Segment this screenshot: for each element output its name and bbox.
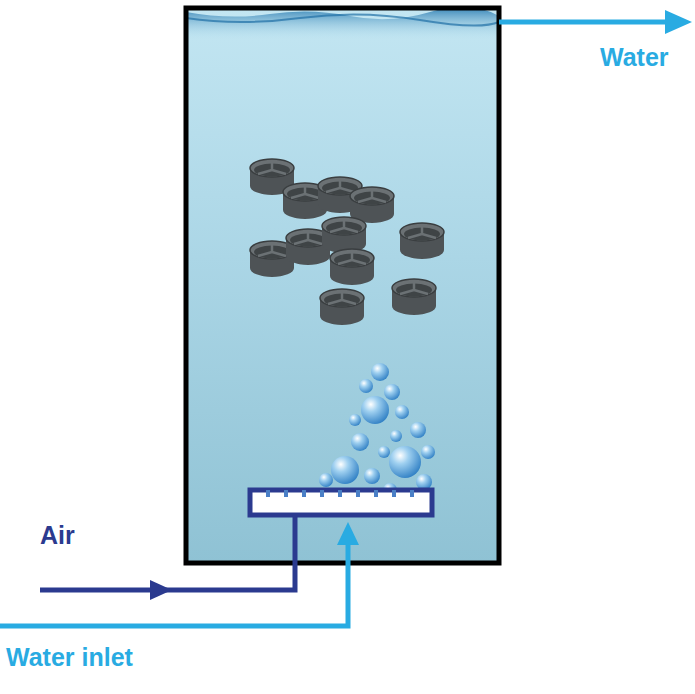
tank-wall — [186, 8, 499, 563]
diffuser-holes — [268, 490, 412, 497]
air-pipe — [40, 515, 295, 590]
inlet-arrowhead — [337, 522, 359, 545]
air-arrowhead — [150, 580, 172, 600]
water-body — [186, 8, 499, 563]
outlet-arrowhead — [665, 10, 692, 34]
outlet-label: Water — [600, 44, 669, 72]
water-outlet-pipe — [499, 20, 670, 25]
air-label: Air — [40, 522, 75, 550]
inlet-label: Water inlet — [6, 644, 133, 672]
water-surface — [186, 7, 499, 40]
water-inlet-pipe — [0, 540, 348, 626]
carrier-media — [250, 159, 444, 325]
air-diffuser — [250, 490, 432, 515]
air-bubbles — [319, 363, 435, 504]
